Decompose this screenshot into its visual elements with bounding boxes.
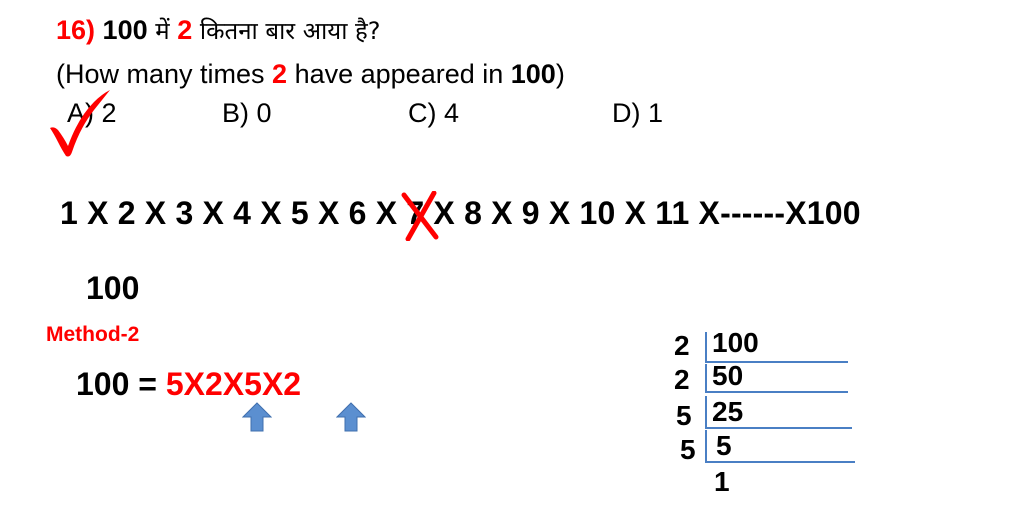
sequence-after: X 8 X 9 X 10 X 11 X------X100 [424, 195, 861, 231]
question-english-open: (How many times [56, 59, 273, 89]
question-english: (How many times 2 have appeared in 100) [56, 59, 565, 90]
dividend-3: 25 [712, 396, 744, 427]
question-two: 2 [177, 15, 193, 45]
divisor-3: 5 [676, 400, 692, 431]
option-b: B) 0 [222, 98, 272, 128]
up-arrow-icon [242, 402, 272, 432]
method-label: Method-2 [46, 323, 140, 346]
question-hindi-part2: कितना बार आया है? [192, 17, 381, 45]
crossed-number: 7 [401, 191, 439, 241]
up-arrow-icon [336, 402, 366, 432]
dividend-1: 100 [712, 327, 759, 358]
dividend-4: 5 [716, 430, 732, 461]
option-a: A) 2 [67, 98, 117, 128]
factor-equation: 100 = 5X2X5X2 [76, 366, 301, 403]
work-number: 100 [86, 270, 140, 306]
question-hindi-part1: में [147, 17, 178, 45]
question-hundred: 100 [102, 15, 148, 45]
multiplication-sequence: 1 X 2 X 3 X 4 X 5 X 6 X 7 X 8 X 9 X 10 X… [60, 191, 861, 241]
question-english-mid: have appeared in [287, 59, 511, 89]
equation-rhs: 5X2X5X2 [165, 366, 302, 402]
divisor-1: 2 [674, 330, 690, 361]
sequence-before: 1 X 2 X 3 X 4 X 5 X 6 X [60, 195, 407, 231]
check-mark-icon [50, 90, 110, 157]
question-english-close: ) [555, 59, 565, 89]
dividend-2: 50 [712, 360, 744, 391]
question-number: 16) [56, 15, 96, 45]
divisor-2: 2 [674, 364, 690, 395]
final-quotient: 1 [714, 466, 730, 497]
option-d: D) 1 [612, 98, 664, 128]
option-c: C) 4 [408, 98, 460, 128]
question-english-hundred: 100 [510, 59, 556, 89]
cross-mark-icon [401, 191, 439, 241]
equation-lhs: 100 = [76, 366, 166, 402]
divisor-4: 5 [680, 434, 696, 465]
question-hindi: 16) 100 में 2 कितना बार आया है? [56, 14, 381, 47]
question-english-two: 2 [272, 59, 288, 89]
